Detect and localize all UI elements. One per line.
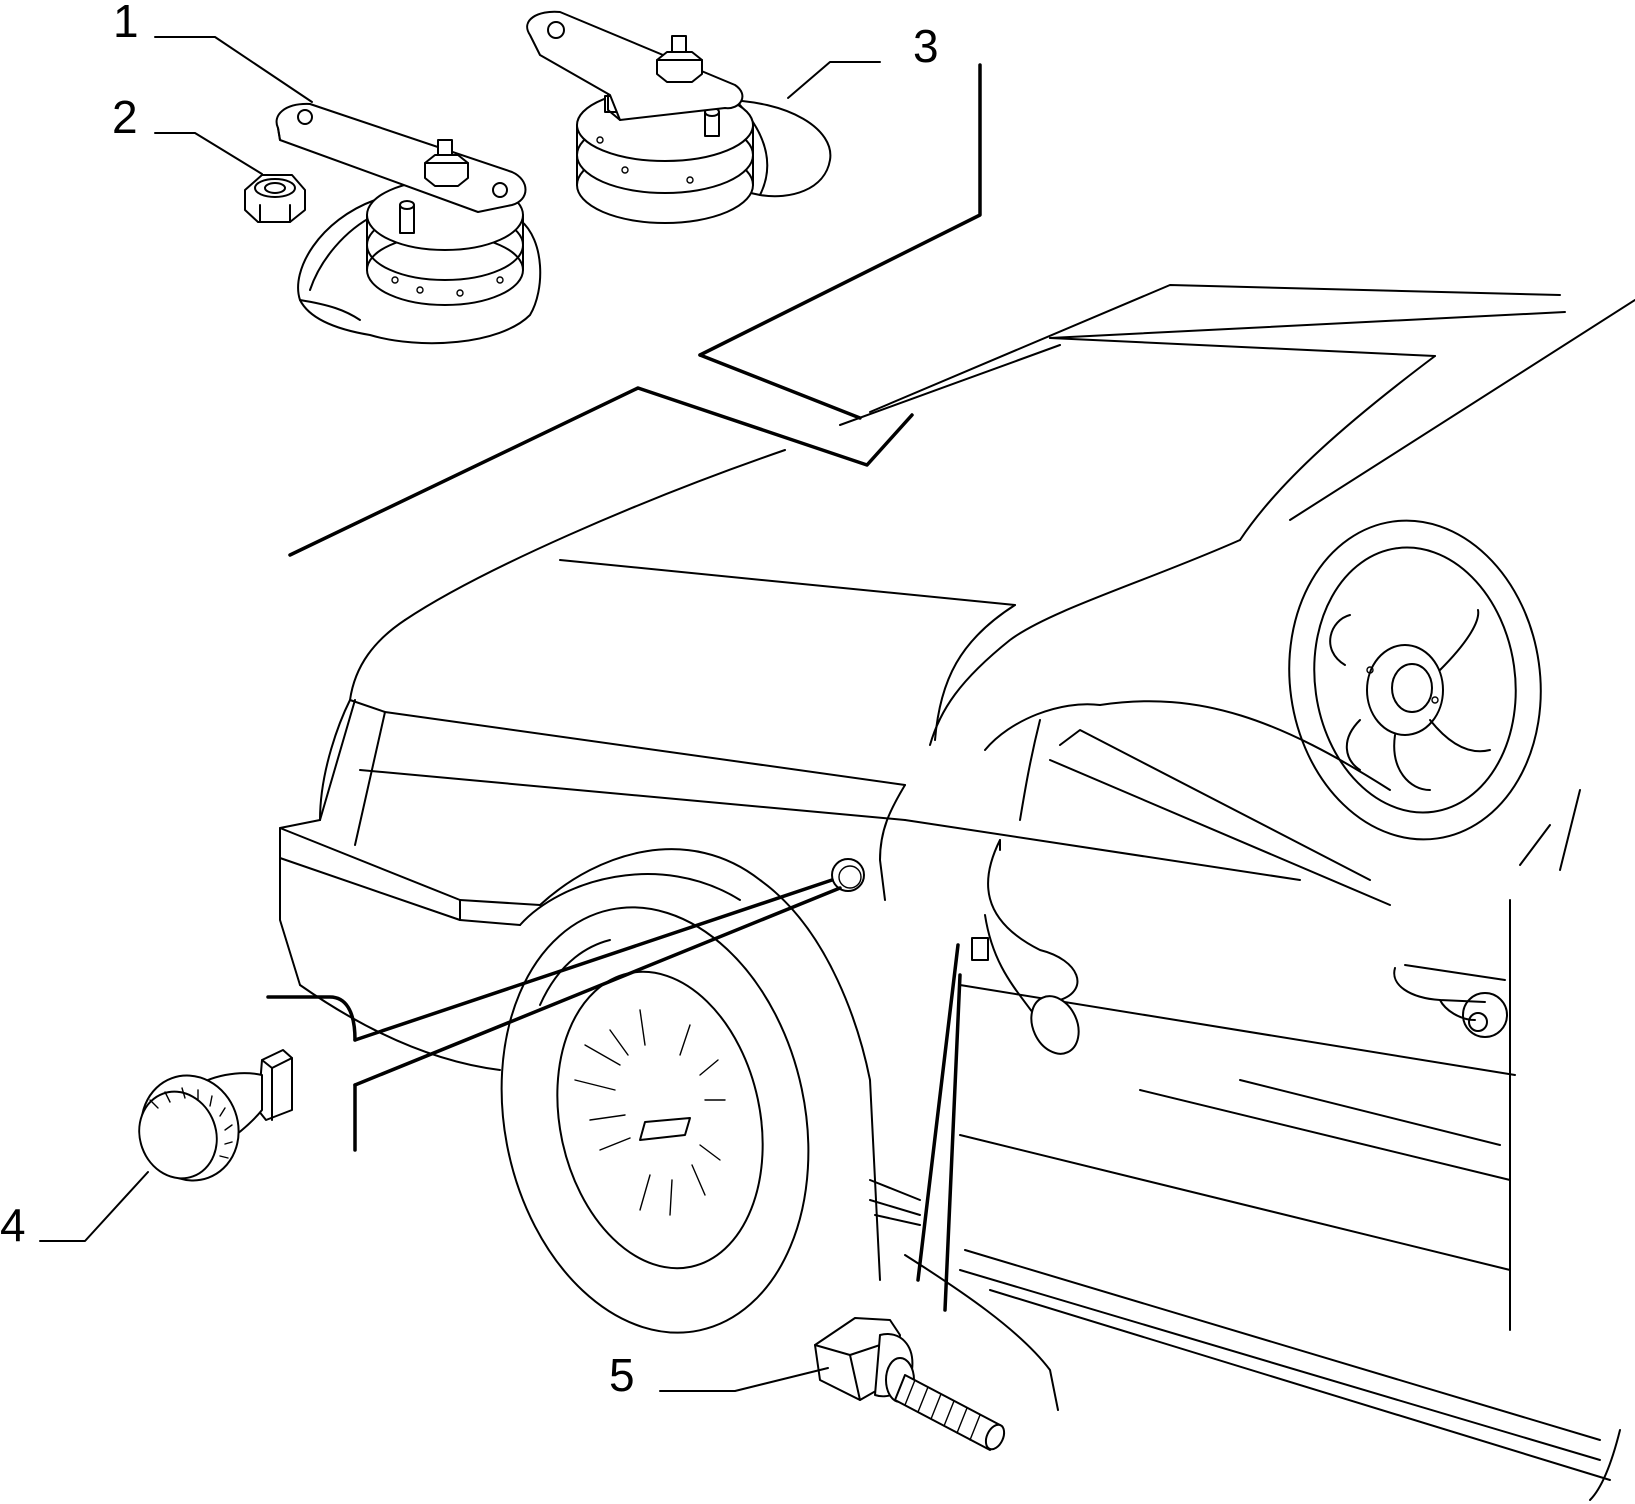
switch-leader (916, 943, 962, 1312)
nut (244, 174, 306, 223)
callout-3: 3 (913, 20, 939, 72)
callout-2: 2 (112, 91, 138, 143)
horn-right (526, 10, 832, 224)
horn-left (275, 102, 542, 345)
horn-location-leader (288, 63, 982, 557)
steering-wheel (1288, 519, 1542, 841)
repeater-leader (266, 878, 842, 1152)
callout-leaders (39, 36, 881, 1392)
car-body (279, 284, 1635, 1501)
side-repeater-lamp (138, 1049, 293, 1182)
wheel-spokes (574, 1009, 726, 1216)
callout-5: 5 (609, 1349, 635, 1401)
horn-switch (814, 1317, 1006, 1451)
callout-1: 1 (113, 0, 139, 47)
callout-4: 4 (0, 1199, 26, 1251)
